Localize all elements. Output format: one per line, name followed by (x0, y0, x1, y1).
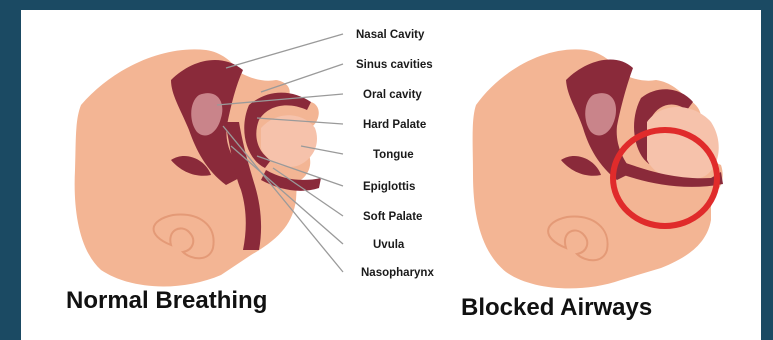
label-hard-palate: Hard Palate (363, 119, 426, 131)
label-sinus-cavities: Sinus cavities (356, 59, 433, 71)
diagram-panel: Nasal Cavity Sinus cavities Oral cavity … (21, 10, 761, 340)
blocked-head (473, 49, 723, 288)
airway-diagram: Nasal Cavity Sinus cavities Oral cavity … (21, 10, 761, 340)
leader-line (261, 64, 343, 92)
label-tongue: Tongue (373, 149, 414, 161)
label-nasopharynx: Nasopharynx (361, 267, 434, 279)
normal-head (75, 49, 321, 286)
label-uvula: Uvula (373, 239, 405, 251)
label-soft-palate: Soft Palate (363, 211, 422, 223)
label-nasal-cavity: Nasal Cavity (356, 29, 425, 41)
label-oral-cavity: Oral cavity (363, 89, 422, 101)
label-epiglottis: Epiglottis (363, 181, 415, 193)
caption-normal-breathing: Normal Breathing (66, 287, 267, 314)
tongue-shape (647, 107, 719, 181)
caption-blocked-airways: Blocked Airways (461, 294, 652, 321)
leader-line (226, 34, 343, 68)
